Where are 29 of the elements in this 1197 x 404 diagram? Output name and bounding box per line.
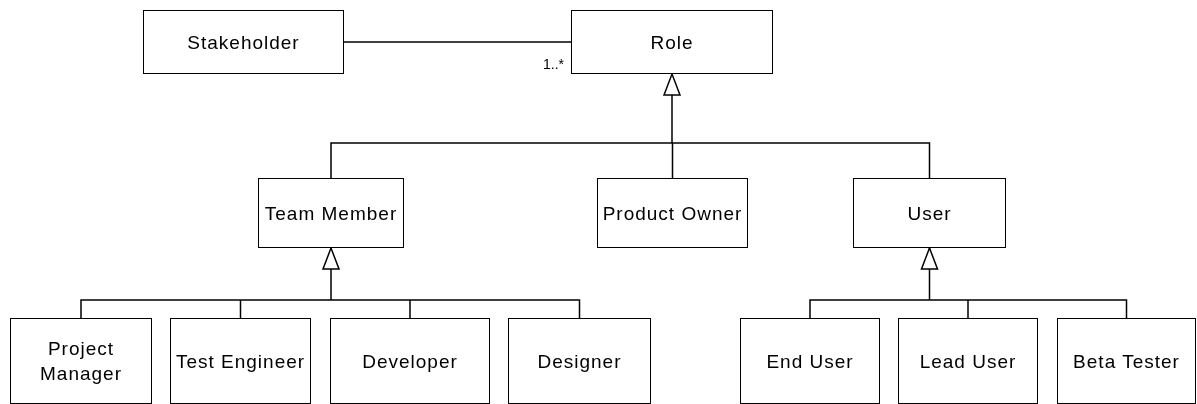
class-name: Test Engineer — [175, 349, 306, 374]
class-name: Designer — [537, 349, 622, 374]
generalization-arrow — [80, 247, 581, 319]
class-name: Project Manager — [39, 337, 123, 386]
class-name: Lead User — [919, 349, 1017, 374]
class-box — [853, 178, 1006, 248]
class-box — [330, 318, 490, 404]
class-box — [10, 318, 152, 404]
class-name: Product Owner — [602, 201, 743, 226]
class-box — [258, 178, 404, 248]
multiplicity-label: 1..* — [542, 56, 565, 72]
class-name: User — [907, 201, 952, 226]
generalization-arrow — [330, 73, 931, 179]
class-box — [1057, 318, 1196, 404]
association-line — [343, 41, 572, 43]
generalization-arrow — [809, 247, 1128, 319]
class-name: Developer — [362, 349, 458, 374]
class-name: End User — [766, 349, 854, 374]
class-box — [571, 10, 773, 74]
class-box — [597, 178, 748, 248]
class-box — [508, 318, 651, 404]
class-box — [740, 318, 880, 404]
class-name: Role — [650, 30, 694, 55]
class-box — [898, 318, 1038, 404]
class-name: Stakeholder — [187, 30, 300, 55]
class-box — [170, 318, 311, 404]
class-name: Beta Tester — [1073, 349, 1180, 374]
class-name: Team Member — [264, 201, 398, 226]
class-box — [143, 10, 344, 74]
